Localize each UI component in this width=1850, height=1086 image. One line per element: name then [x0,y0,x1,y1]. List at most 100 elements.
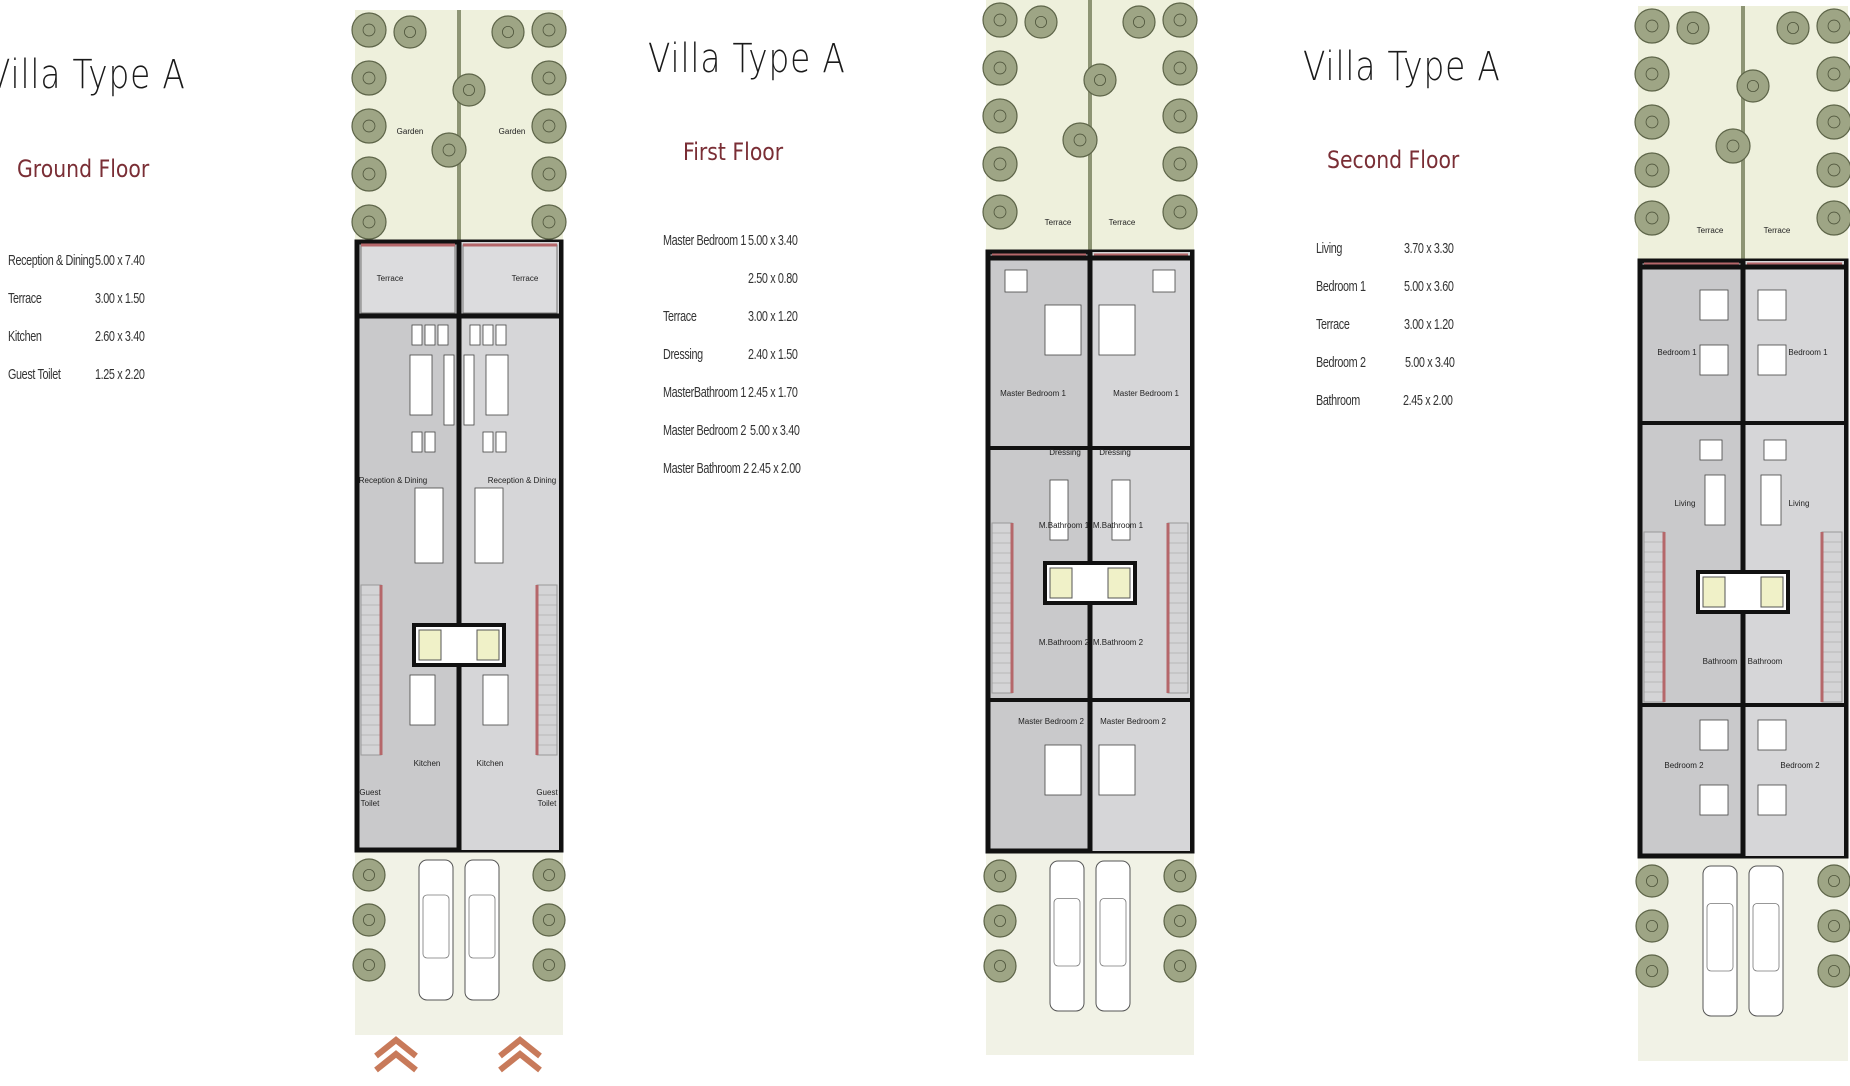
room-label: Kitchen [477,759,504,768]
second-floor-title: Villa Type A [1303,44,1501,90]
room-name: Guest Toilet [8,366,61,383]
furniture [437,324,449,346]
lift-left [418,629,442,661]
tree-icon [983,949,1017,983]
tree-icon [1816,200,1850,236]
room-name: Master Bathroom 2 [663,460,749,477]
first-floor-subtitle: First Floor [683,138,784,166]
furniture [443,354,455,426]
tree-icon [1635,909,1669,943]
tree-icon [1776,11,1810,45]
room-name: Bedroom 1 [1316,278,1366,295]
tree-icon [531,60,567,96]
room-size: 2.60 x 3.40 [95,328,145,345]
tree-icon-detail [362,869,375,882]
room-size: 3.00 x 1.20 [1404,316,1454,333]
tree-icon-detail [1827,115,1841,129]
car-roof [1053,898,1081,967]
furniture [1699,289,1729,321]
room-label: Living [1789,499,1810,508]
room-label: Terrace [377,274,404,283]
staircase [360,584,382,756]
room-name: Terrace [1316,316,1350,333]
tree-icon-detail [994,915,1007,928]
tree-icon [1817,909,1850,943]
room-name: Living [1316,240,1343,257]
car-icon [418,859,454,1001]
tree-icon [1163,859,1197,893]
furniture [409,354,433,416]
tree-icon-detail [1174,870,1187,883]
furniture [1760,474,1782,526]
car-icon [1702,865,1738,1017]
tree-icon-detail [993,205,1007,219]
room-size: 3.00 x 1.50 [95,290,145,307]
tree-icon [452,73,486,107]
car-roof [422,894,450,959]
tree-icon [1162,194,1198,230]
tree-icon-detail [1827,211,1841,225]
tree-icon [531,108,567,144]
first-floor-title: Villa Type A [648,36,846,82]
tree-icon [532,948,566,982]
furniture [463,354,475,426]
tree-icon-detail [403,25,416,38]
furniture [1004,269,1028,293]
car-icon [1049,860,1085,1012]
tree-icon-detail [1173,205,1187,219]
chevron-up-icon [498,1050,542,1073]
tree-icon-detail [1094,74,1107,87]
tree-icon-detail [1645,19,1659,33]
tree-icon-detail [1133,15,1146,28]
tree-icon-detail [1173,109,1187,123]
furniture [411,324,423,346]
furniture [424,431,436,453]
tree-icon-detail [543,914,556,927]
second-floor-subtitle: Second Floor [1327,146,1460,174]
room-label: Kitchen [414,759,441,768]
room-label: Toilet [538,799,557,808]
tree-icon [1635,864,1669,898]
room-label: Terrace [1109,218,1136,227]
tree-icon-detail [543,869,556,882]
room-label: Terrace [512,274,539,283]
room-label: Master Bedroom 1 [1000,389,1066,398]
tree-icon [352,903,386,937]
tree-icon-detail [362,167,376,181]
room-label: Living [1675,499,1696,508]
tree-icon [1634,8,1670,44]
tree-icon-detail [542,215,556,229]
tree-icon [1634,104,1670,140]
tree-icon-detail [1828,920,1841,933]
tree-icon [351,204,387,240]
tree-icon [532,858,566,892]
tree-icon-detail [542,71,556,85]
tree-icon-detail [1645,115,1659,129]
tree-icon [1817,954,1850,988]
room-label: Master Bedroom 2 [1018,717,1084,726]
car-roof [1099,898,1127,967]
room-label: Master Bedroom 1 [1113,389,1179,398]
furniture [1044,744,1082,796]
furniture [414,487,444,564]
tree-icon [1634,56,1670,92]
room-size: 2.45 x 1.70 [748,384,798,401]
tree-icon [1024,5,1058,39]
room-name: Terrace [663,308,697,325]
room-size: 2.50 x 0.80 [748,270,798,287]
chevron-up-icon [374,1050,418,1073]
tree-icon-detail [993,157,1007,171]
room-label: Terrace [1764,226,1791,235]
room-label: Bathroom [1748,657,1783,666]
room-size: 3.70 x 3.30 [1404,240,1454,257]
